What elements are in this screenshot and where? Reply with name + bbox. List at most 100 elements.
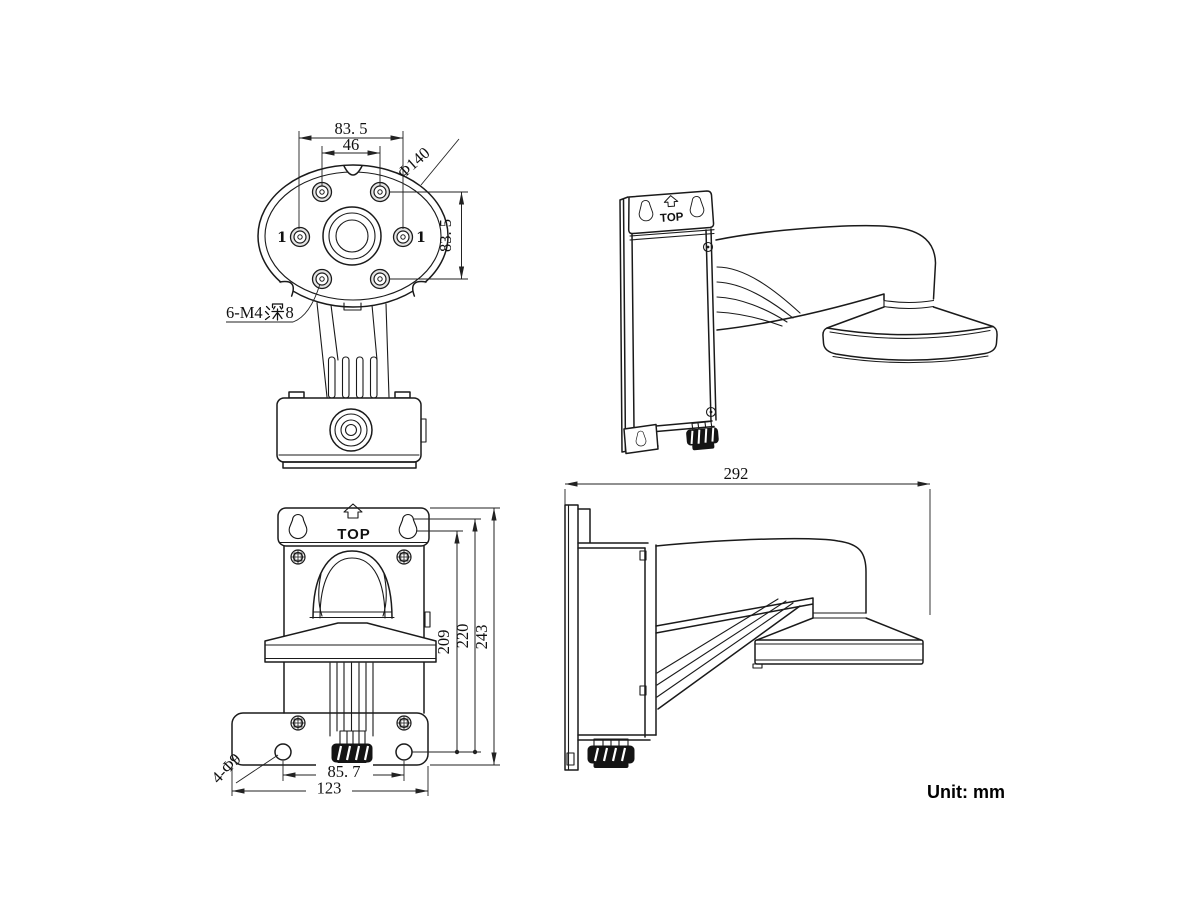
dome-skirt-rim-lines xyxy=(829,329,991,364)
screw-hole xyxy=(392,226,414,248)
arm-wedge-diagonal xyxy=(657,605,801,710)
plate-foot-notch xyxy=(566,752,575,766)
front-view-drawing: TOP 209 220 xyxy=(207,503,500,798)
dim-835h: 83. 5 xyxy=(335,119,368,138)
dim-835v: 83. 5 xyxy=(436,219,455,252)
dim-dot xyxy=(454,749,460,755)
base-bolt-hole-left xyxy=(274,743,292,761)
plate-notch-top xyxy=(343,165,363,176)
dim-292: 292 xyxy=(724,464,749,483)
screw-hole xyxy=(369,268,391,290)
dim-dot xyxy=(472,749,478,755)
dome-skirt-lines xyxy=(754,643,924,661)
dim-243: 243 xyxy=(472,625,491,650)
dome-skirt-band xyxy=(754,639,924,665)
dim-835v-group: 83. 5 xyxy=(436,219,455,252)
thread-note-group: 6-M4 8 xyxy=(226,283,321,323)
box-profile-edges xyxy=(644,544,657,738)
box-front-edges xyxy=(633,228,717,435)
dim-857: 85. 7 xyxy=(328,762,361,781)
dim-220-group: 220 xyxy=(453,624,472,649)
arm-underside xyxy=(655,597,814,634)
dome-neck-rings xyxy=(812,612,867,619)
hole-note-leader xyxy=(235,754,279,784)
thread-note-suffix: 8 xyxy=(286,303,294,322)
hole-index-label-right: 1 xyxy=(416,230,426,246)
dome-skirt-band xyxy=(822,325,998,361)
dim-text-mask xyxy=(316,763,373,778)
screw-hole xyxy=(311,268,333,290)
thread-note-prefix: 6-M4 xyxy=(226,303,263,322)
ribbed-column xyxy=(329,662,374,737)
body-screw xyxy=(290,549,306,565)
plate-bottom-tab xyxy=(343,302,362,311)
dome-arch-details xyxy=(309,573,395,619)
arm-flex-lines xyxy=(716,266,801,327)
dim-123: 123 xyxy=(317,779,342,798)
plate-center-rings xyxy=(322,206,382,266)
dim-209-group: 209 xyxy=(434,630,453,655)
body-screw xyxy=(396,715,412,731)
dome-cone xyxy=(826,306,994,329)
dome-arch-inner xyxy=(319,557,386,619)
mount-plate-outer-rim xyxy=(257,164,449,308)
dim-220: 220 xyxy=(453,624,472,649)
leader-diameter xyxy=(420,138,460,186)
arm-underside xyxy=(716,293,885,331)
top-marking: TOP xyxy=(337,526,371,543)
cable-gland xyxy=(686,420,719,451)
top-marking: TOP xyxy=(660,211,685,225)
hole-index-label-left: 1 xyxy=(277,230,287,246)
cable-gland-rings xyxy=(329,408,373,452)
top-view-drawing: 1 1 83. 5 46 Φ140 83. 5 6-M4 8 xyxy=(226,119,468,469)
base-bolt-hole-right xyxy=(395,743,413,761)
dome-arch-outer xyxy=(312,550,393,619)
thread-note-leader xyxy=(226,283,321,323)
top-mount-plate xyxy=(277,507,430,547)
screw-hole xyxy=(289,226,311,248)
side-view-drawing: 292 xyxy=(564,464,931,771)
body-sides xyxy=(283,545,425,714)
dim-243-group: 243 xyxy=(472,625,491,650)
extension-lines-835v xyxy=(389,191,468,280)
thread-note-cjk-glyph xyxy=(264,303,285,321)
box-top-ledge xyxy=(629,229,715,241)
box-screw xyxy=(702,241,717,418)
keyhole-slot xyxy=(689,195,705,218)
stem-ribs xyxy=(327,356,378,399)
base-tab-left xyxy=(288,391,305,399)
dim-209: 209 xyxy=(434,630,453,655)
extension-lines-widths xyxy=(231,761,429,796)
keyhole-slot xyxy=(638,199,654,222)
unit-note: Unit: mm xyxy=(927,782,1005,802)
junction-box xyxy=(276,397,422,463)
dim-46: 46 xyxy=(343,135,360,154)
up-arrow-icon xyxy=(663,195,679,208)
base-tab-right xyxy=(394,391,411,399)
top-marking-group: TOP xyxy=(660,211,685,225)
mount-stem xyxy=(316,302,390,398)
dim-text-mask xyxy=(306,780,352,795)
up-arrow-icon xyxy=(343,503,363,519)
body-screw xyxy=(290,715,306,731)
extension-lines-heights xyxy=(412,507,500,766)
dome-neck-rings xyxy=(883,293,935,310)
wall-plate-edge xyxy=(619,196,659,453)
junction-box-side-tab xyxy=(420,418,427,443)
dome-cone xyxy=(756,617,922,641)
wall-plate-bottom-ear xyxy=(623,423,659,455)
box-bottom-flange xyxy=(577,734,657,741)
arm-top-edge xyxy=(655,537,867,614)
junction-box-foot xyxy=(282,461,417,469)
plate-notch-bottom-left xyxy=(279,280,295,297)
cable-gland xyxy=(331,730,373,767)
extension-lines-835h xyxy=(298,131,404,229)
cable-gland xyxy=(587,738,635,768)
keyhole-slot xyxy=(635,430,647,447)
dome-skirt-tab xyxy=(752,663,763,669)
plate-bracket-ledge xyxy=(577,508,649,549)
perspective-view-drawing: TOP xyxy=(619,190,998,455)
arm-flex-lines xyxy=(656,598,794,698)
